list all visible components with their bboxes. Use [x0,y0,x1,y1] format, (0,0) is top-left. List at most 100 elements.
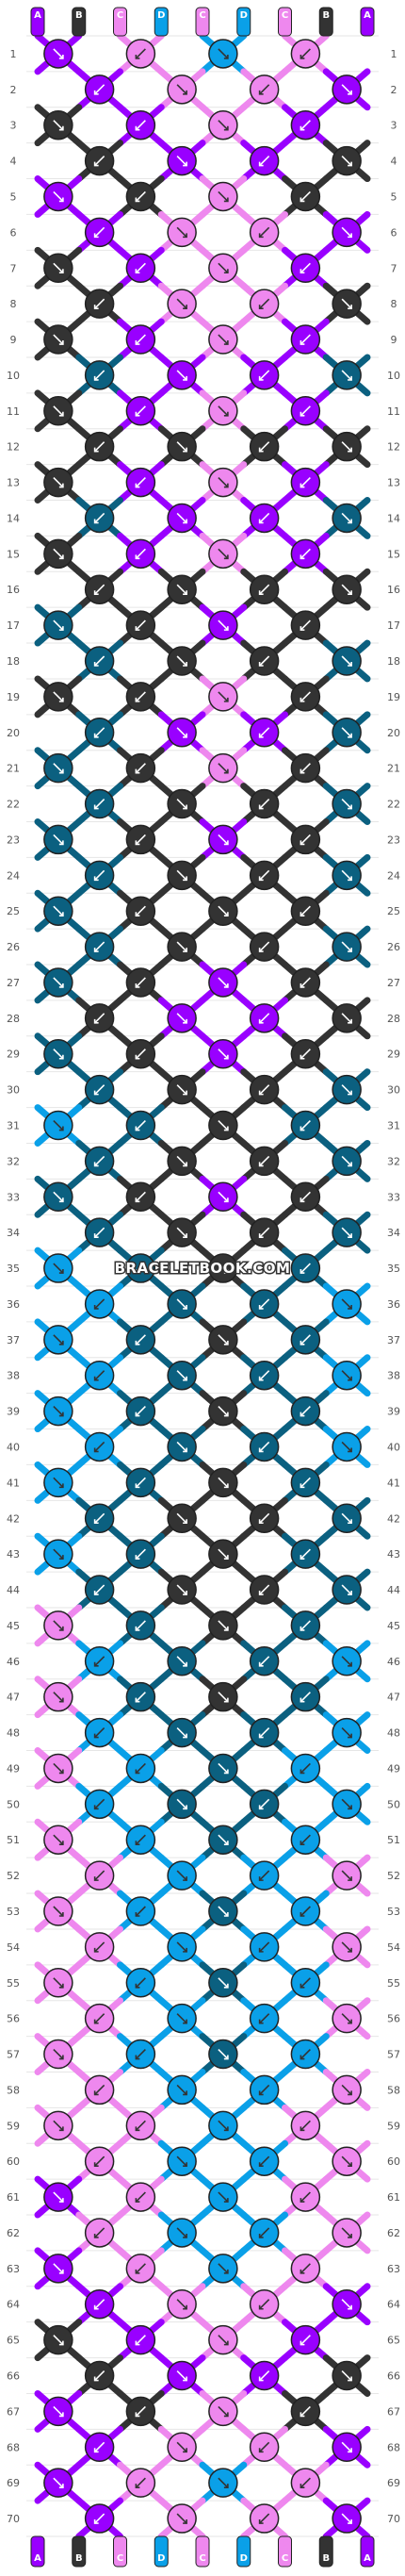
knot [84,1717,115,1748]
knot-arrowhead [348,305,352,309]
knot-arrow [259,512,270,524]
knot-arrowhead [93,2233,99,2238]
row-number-right: 28 [387,1013,400,1025]
knot [332,360,362,390]
row-number-left: 69 [7,2477,20,2489]
knot [167,788,197,819]
knot [125,1753,156,1784]
knot-arrow [176,1298,187,1310]
knot-arrow [218,1406,229,1417]
knot-arrow [94,1013,105,1024]
knot-arrowhead [223,1054,229,1060]
knot-arrowhead [300,2340,305,2346]
knot-arrowhead [183,161,187,167]
knot-arrow [176,2513,187,2524]
knot-arrow [176,1584,187,1595]
knot-arrow [300,1119,311,1131]
row-number-right: 29 [387,1049,400,1061]
knot-arrow [94,2299,105,2310]
knot-arrow [135,120,146,131]
knot-arrow [300,2335,311,2346]
knot-arrow [53,2048,64,2060]
knot-arrow [94,1155,105,1166]
knot-arrow [176,1370,187,1381]
row-number-right: 21 [387,763,400,775]
knot-arrow [53,334,64,345]
knot-arrow [135,1834,146,1845]
knot [125,1539,156,1569]
knot [84,932,115,962]
knot [290,1110,321,1141]
knot-arrowhead [183,1733,187,1739]
knot [43,1110,73,1141]
knot-arrowhead [58,1841,64,1846]
knot-arrow [218,763,229,774]
knot-arrowhead [300,2484,305,2488]
knot-arrowhead [348,90,352,95]
knot-arrowhead [135,2340,140,2346]
knot [167,1431,197,1462]
knot-arrow [341,2013,352,2024]
knot-arrow [218,1977,229,1989]
knot-arrowhead [223,2198,229,2203]
knot-arrow [176,584,187,595]
knot-arrow [300,1191,311,1202]
row-number-left: 11 [7,405,20,418]
knot [167,145,197,176]
knot [167,932,197,962]
knot [167,2288,197,2320]
knot [290,324,321,355]
knot-arrow [135,2120,146,2131]
row-number-right: 23 [387,834,400,846]
knot [249,2432,280,2463]
knot-arrowhead [258,1805,264,1810]
knot-arrow [176,226,187,238]
knot [43,1539,73,1569]
row-number-right: 10 [387,370,400,382]
knot-arrowhead [258,1376,264,1381]
knot-arrowhead [58,1983,64,1989]
knot-arrowhead [183,1304,187,1310]
watermark-text: BRACELETBOOK.COM [115,1260,291,1277]
knot-arrow [176,1084,187,1096]
knot-arrowhead [58,1126,64,1131]
knot-arrow [300,2120,311,2131]
knot-arrowhead [223,1555,229,1560]
knot-arrow [94,2084,105,2095]
knot [167,2360,197,2391]
knot-arrow [259,2441,270,2452]
knot-arrowhead [93,1090,99,1096]
knot-arrow [218,1334,229,1346]
row-number-left: 66 [7,2370,20,2383]
knot [43,1753,73,1784]
row-number-right: 37 [387,1334,400,1346]
knot-arrowhead [223,2412,229,2418]
knot [125,1467,156,1498]
knot-arrow [94,370,105,381]
knot-arrow [218,477,229,488]
knot-arrowhead [348,2519,352,2524]
knot-arrowhead [135,2055,140,2060]
knot [125,967,156,998]
knot [43,109,73,140]
knot-arrow [94,1798,105,1809]
knot [167,1860,197,1891]
string-end-top [113,7,127,37]
knot-arrowhead [183,1233,187,1238]
knot-arrow [94,1227,105,1238]
knot [208,2182,238,2212]
knot [208,824,238,855]
knot-arrow [53,1191,64,1202]
knot [332,2503,362,2534]
knot-arrow [259,941,270,952]
knot-arrowhead [300,697,305,702]
knot-arrowhead [58,768,64,774]
knot-arrow [176,370,187,381]
knot [332,1146,362,1177]
knot [43,967,73,998]
knot-arrowhead [300,54,305,59]
knot-arrowhead [93,1376,99,1381]
knot-arrowhead [58,912,64,917]
knot-arrow [300,334,311,345]
knot-arrowhead [93,519,99,524]
